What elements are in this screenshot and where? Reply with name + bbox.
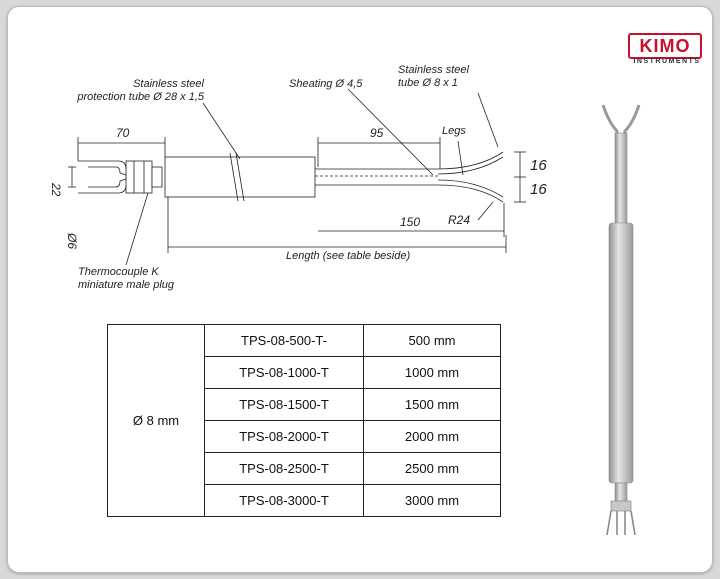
dim-95: 95 (370, 126, 384, 140)
logo-tagline: INSTRUMENTS (633, 58, 701, 65)
model-length: 1500 mm (363, 388, 501, 421)
plug-label-1: Thermocouple K (78, 266, 159, 278)
product-card: Stainless steel protection tube Ø 28 x 1… (7, 6, 713, 573)
plug-label-2: miniature male plug (78, 279, 175, 291)
protection-tube-label-1: Stainless steel (133, 78, 204, 90)
dim-16-lower: 16 (530, 181, 547, 198)
technical-drawing: Stainless steel protection tube Ø 28 x 1… (49, 64, 547, 291)
dim-r24: R24 (448, 213, 470, 227)
model-code: TPS-08-3000-T (204, 484, 364, 517)
dim-16-upper: 16 (530, 157, 547, 174)
dim-70: 70 (116, 126, 130, 140)
model-length: 2500 mm (363, 452, 501, 485)
model-length: 3000 mm (363, 484, 501, 517)
legs-label: Legs (442, 125, 466, 137)
logo-text: KIMO (639, 35, 691, 56)
model-code: TPS-08-1000-T (204, 356, 364, 389)
model-length: 500 mm (363, 324, 501, 357)
dim-d6: Ø6 (65, 232, 79, 249)
table-row: TPS-08-3000-T 3000 mm (108, 484, 501, 517)
model-length: 2000 mm (363, 420, 501, 453)
plug-body (125, 160, 153, 194)
model-code: TPS-08-1500-T (204, 388, 364, 421)
leg-upper (437, 151, 504, 170)
dim-22: 22 (49, 182, 63, 197)
table-row: TPS-08-2000-T 2000 mm (108, 420, 501, 453)
length-label: Length (see table beside) (286, 250, 410, 262)
table-row: TPS-08-1000-T 1000 mm (108, 356, 501, 389)
model-table: Ø 8 mm TPS-08-500-T- 500 mm TPS-08-1000-… (107, 324, 501, 517)
table-row: TPS-08-2500-T 2500 mm (108, 452, 501, 485)
probe-photo (601, 104, 641, 536)
tube-label-1: Stainless steel (398, 64, 469, 76)
sheating-label: Sheating Ø 4,5 (289, 78, 363, 90)
protection-tube-label-2: protection tube Ø 28 x 1,5 (76, 91, 204, 103)
dim-150: 150 (400, 215, 420, 229)
model-code: TPS-08-500-T- (204, 324, 364, 357)
model-code: TPS-08-2500-T (204, 452, 364, 485)
kimo-logo: KIMO (628, 33, 702, 59)
model-code: TPS-08-2000-T (204, 420, 364, 453)
tube-label-2: tube Ø 8 x 1 (398, 77, 458, 89)
leg-lower (437, 184, 504, 203)
table-row: TPS-08-1500-T 1500 mm (108, 388, 501, 421)
diameter-cell: Ø 8 mm (107, 324, 205, 517)
table-row: Ø 8 mm TPS-08-500-T- 500 mm (107, 324, 501, 517)
model-length: 1000 mm (363, 356, 501, 389)
